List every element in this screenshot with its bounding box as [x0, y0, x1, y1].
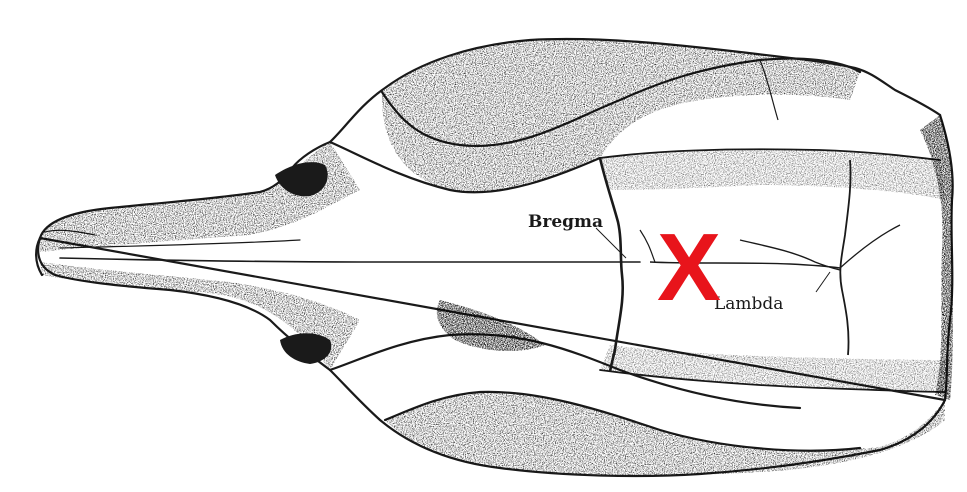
lambda-leader: [816, 272, 830, 292]
bregma-label: Bregma: [528, 212, 603, 232]
lambda-label: Lambda: [714, 294, 783, 314]
target-marker: X: [657, 214, 721, 321]
skull-shading: [40, 39, 953, 475]
